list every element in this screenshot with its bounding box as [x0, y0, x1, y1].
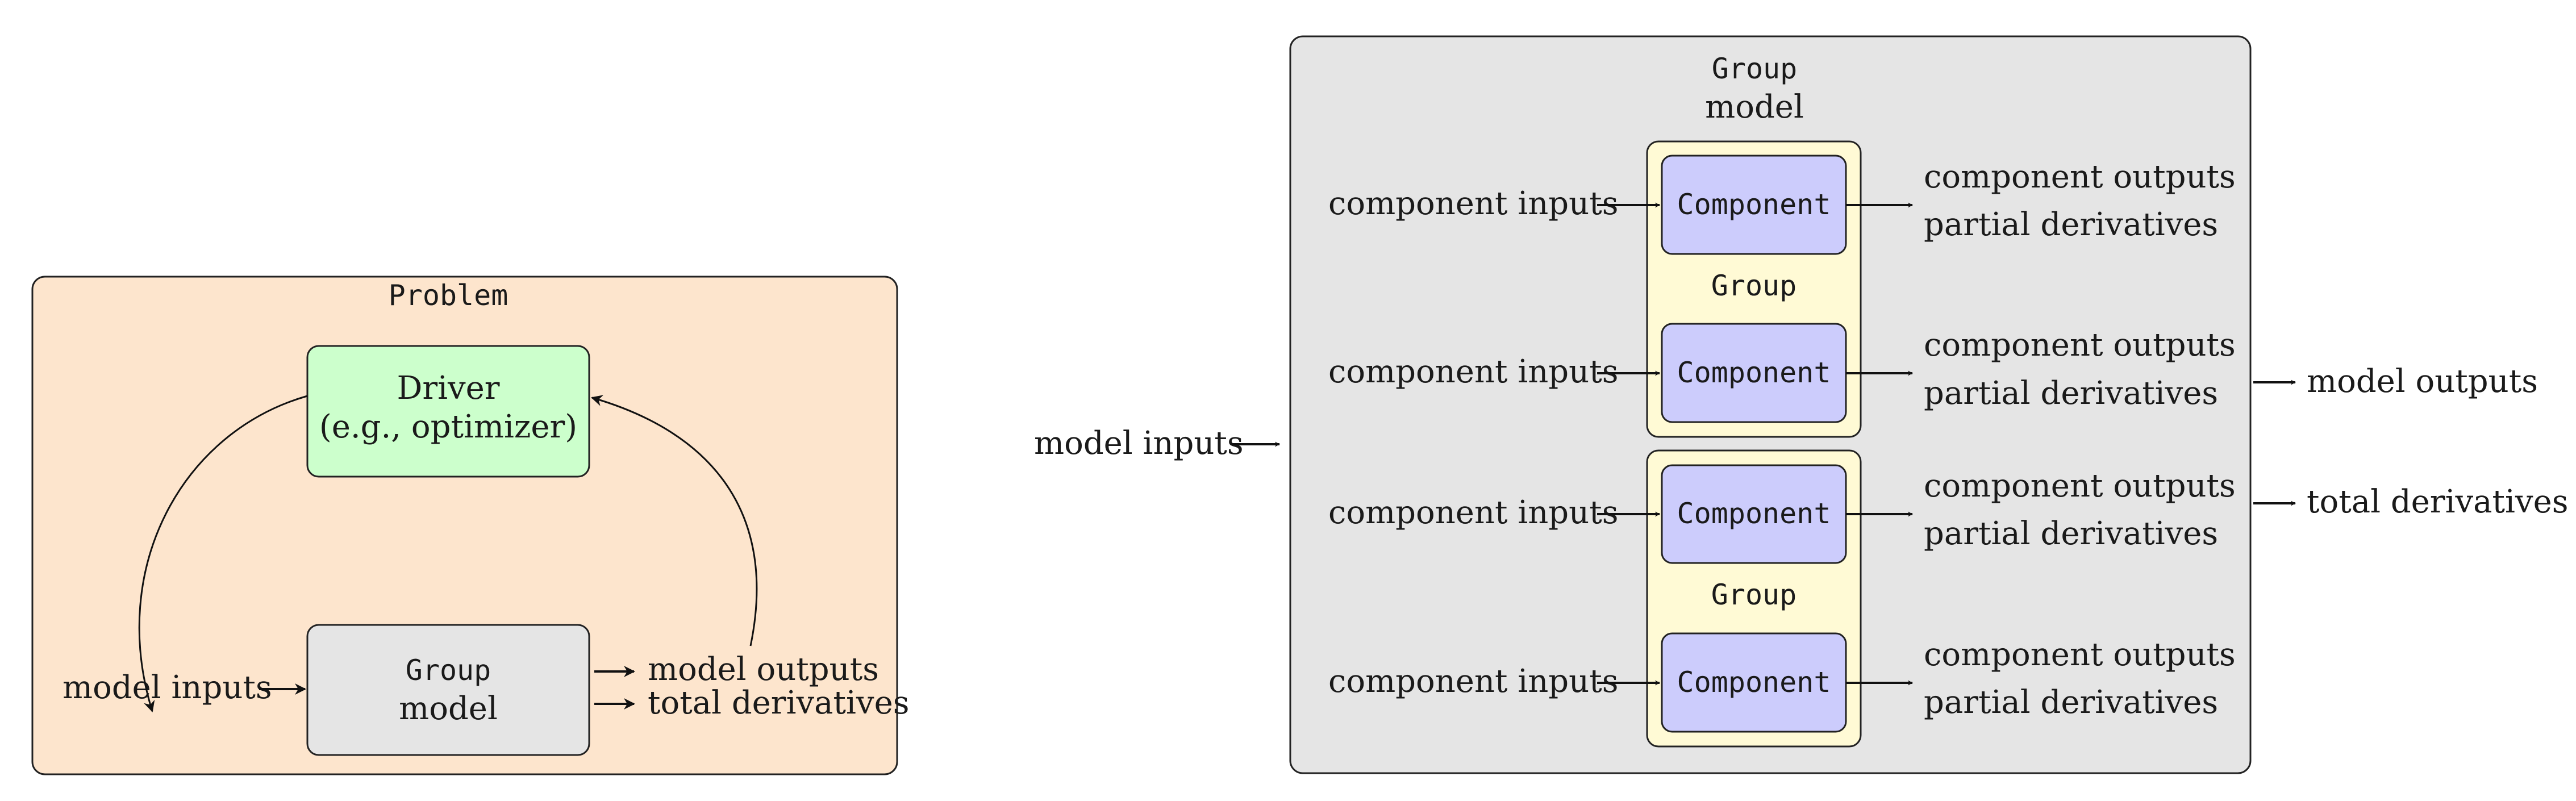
problem-group-subtitle: model — [399, 690, 498, 727]
problem-total-derivatives-label: total derivatives — [648, 685, 909, 721]
problem-box — [31, 276, 898, 775]
model-group-subtitle: model — [1705, 89, 1804, 126]
component-label: Component — [1677, 497, 1831, 530]
model-group-title: Group — [1712, 52, 1798, 85]
problem-group-box — [306, 624, 590, 756]
component-row-1: Component component inputs component out… — [1328, 155, 2236, 255]
component-label: Component — [1677, 356, 1831, 389]
partial-derivatives-label: partial derivatives — [1924, 375, 2218, 412]
component-inputs-label: component inputs — [1328, 663, 1618, 700]
problem-panel: Problem Driver (e.g., optimizer) Group m… — [31, 276, 909, 775]
partial-derivatives-label: partial derivatives — [1924, 206, 2218, 243]
driver-to-inputs-curve — [138, 395, 308, 712]
total-derivatives-label: total derivatives — [2307, 483, 2568, 520]
component-label: Component — [1677, 188, 1831, 221]
model-inputs-label: model inputs — [1034, 425, 1244, 462]
component-row-2: Component component inputs component out… — [1328, 323, 2236, 423]
problem-model-outputs-label: model outputs — [648, 651, 879, 688]
component-inputs-label: component inputs — [1328, 353, 1618, 390]
driver-label: Driver — [397, 370, 499, 407]
partial-derivatives-label: partial derivatives — [1924, 684, 2218, 721]
driver-box — [306, 345, 590, 478]
problem-group-title: Group — [406, 654, 491, 687]
component-outputs-label: component outputs — [1924, 636, 2236, 673]
model-panel: Group model Group Group Component compon… — [1034, 35, 2568, 774]
model-outputs-label: model outputs — [2307, 363, 2538, 400]
component-outputs-label: component outputs — [1924, 327, 2236, 364]
driver-sublabel: (e.g., optimizer) — [319, 408, 577, 445]
problem-model-inputs-label: model inputs — [62, 669, 272, 706]
partial-derivatives-label: partial derivatives — [1924, 515, 2218, 552]
component-outputs-label: component outputs — [1924, 158, 2236, 195]
problem-title: Problem — [389, 279, 508, 312]
component-label: Component — [1677, 666, 1831, 699]
subgroup-title-2: Group — [1711, 578, 1797, 611]
component-row-4: Component component inputs component out… — [1328, 632, 2236, 733]
outputs-to-driver-curve — [591, 395, 758, 646]
component-row-3: Component component inputs component out… — [1328, 464, 2236, 564]
component-inputs-label: component inputs — [1328, 494, 1618, 531]
component-inputs-label: component inputs — [1328, 185, 1618, 222]
component-outputs-label: component outputs — [1924, 468, 2236, 504]
subgroup-title-1: Group — [1711, 269, 1797, 302]
